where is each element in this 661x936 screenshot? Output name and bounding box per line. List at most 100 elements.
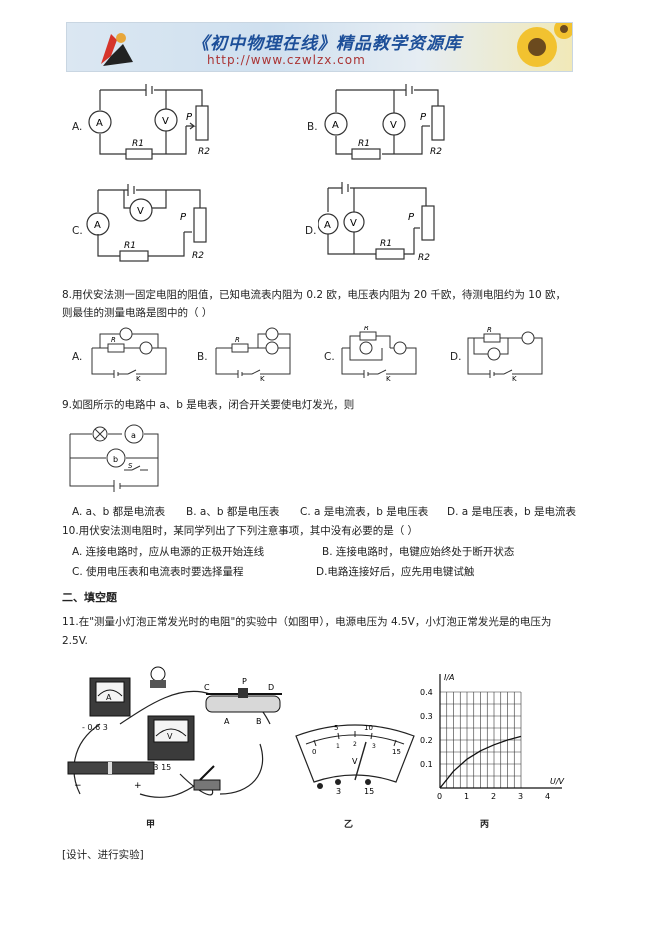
q8-option-d-label: D.: [450, 351, 462, 363]
dial-tick-1: 1: [336, 743, 340, 750]
q10-option-a: A. 连接电路时，应从电源的正极开始连线: [72, 546, 265, 558]
y-tick-label: 0.3: [420, 712, 433, 721]
ammeter-symbol: A: [94, 220, 101, 231]
q8-stem-line1: 8.用伏安法测一固定电阻的阻值，已知电流表内阻为 0.2 欧，电压表内阻为 20…: [62, 289, 566, 301]
ammeter-symbol: A: [332, 120, 339, 131]
q8-option-c-label: C.: [324, 351, 335, 363]
switch-label: S: [128, 462, 133, 470]
dial-tick-5: 5: [334, 724, 338, 732]
k-label: K: [512, 375, 517, 382]
voltmeter-terminals: - 3 15: [148, 763, 171, 772]
ammeter-symbol: A: [96, 118, 103, 129]
q10-option-c: C. 使用电压表和电流表时要选择量程: [72, 566, 244, 578]
q8-stem-line2: 则最佳的测量电路是图中的（ ）: [62, 307, 213, 319]
voltmeter-symbol: V: [390, 120, 397, 131]
k-label: K: [260, 375, 265, 382]
figure-jia-caption: 甲: [146, 820, 156, 830]
dial-tick-3: 3: [372, 743, 376, 750]
chart-series: [439, 735, 522, 789]
y-tick-label: 0.2: [420, 736, 433, 745]
q10-option-b: B. 连接电路时，电键应始终处于断开状态: [322, 546, 515, 558]
battery-minus-label: −: [74, 781, 82, 791]
k-label: K: [386, 375, 391, 382]
figure-yi-caption: 乙: [344, 820, 354, 830]
terminal-c-label: C: [204, 683, 210, 692]
x-tick-label: 0: [437, 792, 442, 801]
dial-term-3: 3: [336, 787, 341, 796]
q7-option-d-label: D.: [305, 225, 317, 237]
q7-circuit-c: A V P R1 R2: [86, 184, 207, 262]
q7-option-a-label: A.: [72, 121, 83, 133]
r2-label: R2: [430, 147, 442, 157]
q7-circuit-a: A V P R1 R2: [88, 84, 210, 160]
voltmeter-device: V: [147, 715, 195, 761]
section-heading: 二、填空题: [62, 591, 117, 604]
q9-stem: 9.如图所示的电路中 a、b 是电表，闭合开关要使电灯发光，则: [62, 399, 355, 411]
r1-label: R1: [380, 239, 392, 249]
ammeter-device: A: [89, 677, 131, 717]
ammeter-symbol: A: [324, 220, 331, 231]
sunflower-icon: [517, 23, 572, 67]
dial-tick-0: 0: [312, 748, 316, 756]
terminal-p-label: P: [242, 677, 247, 686]
battery-plus-label: +: [134, 781, 142, 791]
r2-label: R2: [418, 253, 430, 263]
svg-text:V: V: [167, 732, 173, 741]
iu-curve: [439, 735, 522, 789]
header-banner: 《初中物理在线》精品教学资源库 http://www.czwlzx.com: [66, 22, 573, 72]
slider-p-label: P: [408, 212, 415, 223]
chart-x-label: U/V: [550, 777, 565, 786]
r1-label: R1: [358, 139, 370, 149]
svg-text:A: A: [106, 693, 112, 702]
r1-label: R1: [132, 139, 144, 149]
q8-option-a-label: A.: [72, 351, 83, 363]
slider-p-label: P: [180, 212, 187, 223]
dial-tick-10: 10: [364, 724, 373, 732]
q11-stem-line2: 2.5V.: [62, 635, 88, 647]
design-experiment-label: [设计、进行实验]: [62, 849, 144, 861]
meter-b-label: b: [113, 455, 118, 464]
q10-stem: 10.用伏安法测电阻时，某同学列出了下列注意事项，其中没有必要的是（ ）: [62, 525, 419, 537]
r-label: R: [111, 336, 116, 344]
q9-option-a: A. a、b 都是电流表: [72, 506, 166, 518]
r-label: R: [487, 326, 492, 334]
q8-circuit-b: R K: [215, 327, 291, 382]
voltmeter-symbol: V: [162, 116, 169, 127]
q7-option-c-label: C.: [72, 225, 83, 237]
r2-label: R2: [192, 251, 204, 261]
chart-axes: [439, 674, 562, 789]
k-label: K: [136, 375, 141, 382]
q7-option-b-label: B.: [307, 121, 318, 133]
q11-stem-line1: 11.在"测量小灯泡正常发光时的电阻"的实验中（如图甲），电源电压为 4.5V，…: [62, 616, 552, 628]
chart-y-label: I/A: [444, 673, 455, 682]
slider-p-label: P: [420, 112, 427, 123]
dial-term-15: 15: [364, 787, 374, 796]
logo-icon: [101, 33, 133, 66]
q8-circuit-c: R K: [341, 326, 417, 382]
banner-url: http://www.czwlzx.com: [207, 53, 366, 67]
voltmeter-symbol: V: [137, 206, 144, 217]
ammeter-terminals: - 0.6 3: [82, 723, 108, 732]
slider-p-label: P: [186, 112, 193, 123]
q9-option-d: D. a 是电压表，b 是电流表: [447, 506, 577, 518]
figure-bing-iu-chart: 0 1 2 3 4 0.1 0.2 0.3 0.4 I/A U/V: [420, 673, 565, 801]
r-label: R: [364, 326, 369, 332]
x-tick-label: 1: [464, 792, 469, 801]
y-tick-label: 0.1: [420, 760, 433, 769]
q10-option-d: D.电路连接好后，应先用电键试触: [316, 566, 475, 578]
y-tick-label: 0.4: [420, 688, 433, 697]
r1-label: R1: [124, 241, 136, 251]
q8-circuit-a: R K: [91, 327, 167, 382]
dial-tick-15: 15: [392, 748, 401, 756]
figure-bing-caption: 丙: [480, 820, 490, 830]
switch-device: [193, 765, 221, 791]
dial-tick-2: 2: [353, 741, 357, 748]
x-tick-label: 3: [518, 792, 523, 801]
q7-circuit-d: A V P R1 R2: [318, 182, 435, 263]
figure-jia-apparatus: A - 0.6 3 V - 3 15 C P D A B − +: [67, 666, 282, 798]
banner-title: 《初中物理在线》精品教学资源库: [192, 34, 462, 54]
x-tick-label: 2: [491, 792, 496, 801]
figure-yi-meter-dial: 0 5 10 15 1 2 3 V 3 15: [295, 724, 415, 796]
q7-circuit-b: A V P R1 R2: [324, 84, 445, 160]
x-tick-label: 4: [545, 792, 550, 801]
